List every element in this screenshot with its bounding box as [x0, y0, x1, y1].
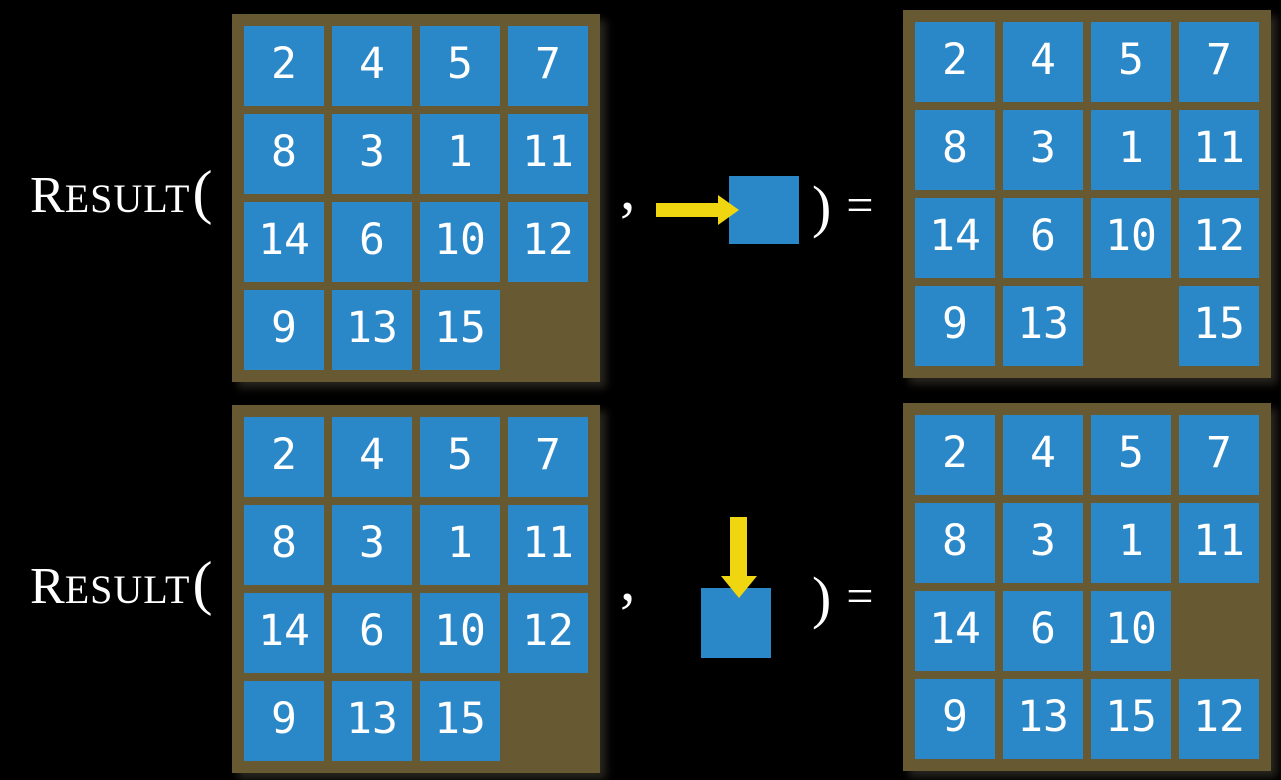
tile-5: 5 — [420, 26, 500, 106]
tile-4: 4 — [1003, 22, 1083, 102]
right-arrow-icon — [656, 195, 740, 225]
tile-8: 8 — [244, 505, 324, 585]
tile-4: 4 — [332, 417, 412, 497]
tile-11: 11 — [1179, 110, 1259, 190]
tile-11: 11 — [508, 505, 588, 585]
tile-8: 8 — [915, 503, 995, 583]
tile-12: 12 — [1179, 679, 1259, 759]
result-label-smallcaps: ESULT — [64, 176, 191, 221]
tile-7: 7 — [1179, 22, 1259, 102]
action-tile-square — [729, 176, 799, 244]
tile-3: 3 — [1003, 110, 1083, 190]
tile-13: 13 — [332, 681, 412, 761]
tile-14: 14 — [915, 591, 995, 671]
empty-cell — [1179, 591, 1259, 671]
tile-10: 10 — [420, 593, 500, 673]
tile-5: 5 — [1091, 415, 1171, 495]
down-arrow-head — [721, 576, 757, 598]
tile-9: 9 — [244, 681, 324, 761]
close-paren: ) — [812, 565, 832, 630]
tile-5: 5 — [1091, 22, 1171, 102]
tile-1: 1 — [420, 114, 500, 194]
tile-13: 13 — [1003, 286, 1083, 366]
tile-10: 10 — [1091, 198, 1171, 278]
tile-15: 15 — [420, 681, 500, 761]
tile-9: 9 — [915, 286, 995, 366]
open-paren: ( — [192, 550, 213, 616]
tile-1: 1 — [1091, 110, 1171, 190]
tile-6: 6 — [332, 593, 412, 673]
tile-2: 2 — [244, 417, 324, 497]
tile-15: 15 — [1091, 679, 1171, 759]
tile-14: 14 — [915, 198, 995, 278]
tile-8: 8 — [244, 114, 324, 194]
close-paren-equals: ) = — [812, 170, 873, 240]
tile-1: 1 — [1091, 503, 1171, 583]
right-arrow-shaft — [656, 203, 720, 217]
tile-7: 7 — [508, 26, 588, 106]
tile-6: 6 — [1003, 198, 1083, 278]
tile-2: 2 — [244, 26, 324, 106]
result-label-initial: R — [30, 167, 65, 224]
tile-6: 6 — [332, 202, 412, 282]
tile-11: 11 — [508, 114, 588, 194]
tile-12: 12 — [508, 202, 588, 282]
tile-7: 7 — [1179, 415, 1259, 495]
tile-3: 3 — [332, 114, 412, 194]
tile-10: 10 — [420, 202, 500, 282]
tile-14: 14 — [244, 202, 324, 282]
tile-15: 15 — [420, 290, 500, 370]
tile-13: 13 — [332, 290, 412, 370]
tile-9: 9 — [244, 290, 324, 370]
empty-cell — [508, 681, 588, 761]
tile-8: 8 — [915, 110, 995, 190]
tile-4: 4 — [1003, 415, 1083, 495]
tile-10: 10 — [1091, 591, 1171, 671]
tile-12: 12 — [508, 593, 588, 673]
action-tile-square — [701, 588, 771, 658]
result-label-initial: R — [30, 558, 65, 615]
empty-cell — [1091, 286, 1171, 366]
tile-5: 5 — [420, 417, 500, 497]
right-arrow-head — [718, 195, 739, 225]
tile-2: 2 — [915, 22, 995, 102]
down-arrow-shaft — [730, 517, 747, 578]
tile-6: 6 — [1003, 591, 1083, 671]
tile-9: 9 — [915, 679, 995, 759]
tile-4: 4 — [332, 26, 412, 106]
tile-3: 3 — [1003, 503, 1083, 583]
close-paren: ) — [812, 174, 832, 239]
equals-sign: = — [846, 569, 874, 623]
tile-1: 1 — [420, 505, 500, 585]
tile-11: 11 — [1179, 503, 1259, 583]
down-arrow-icon — [721, 517, 757, 599]
result-function-label: RESULT( — [30, 549, 212, 618]
tile-14: 14 — [244, 593, 324, 673]
open-paren: ( — [192, 159, 213, 225]
result-label-smallcaps: ESULT — [64, 567, 191, 612]
comma-separator: , — [620, 546, 636, 614]
close-paren-equals: ) = — [812, 561, 873, 631]
empty-cell — [508, 290, 588, 370]
equals-sign: = — [846, 178, 874, 232]
result-function-label: RESULT( — [30, 158, 212, 227]
comma-separator: , — [620, 155, 636, 223]
tile-2: 2 — [915, 415, 995, 495]
tile-3: 3 — [332, 505, 412, 585]
tile-7: 7 — [508, 417, 588, 497]
tile-13: 13 — [1003, 679, 1083, 759]
tile-15: 15 — [1179, 286, 1259, 366]
tile-12: 12 — [1179, 198, 1259, 278]
